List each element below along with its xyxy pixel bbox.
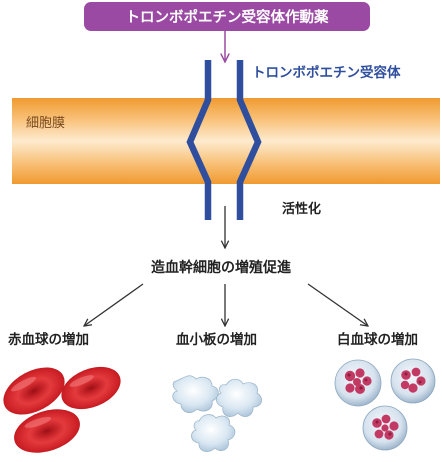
platelets-icon (172, 375, 263, 453)
activation-label: 活性化 (282, 202, 322, 217)
tpo-receptor-agonist-label: トロンボポエチン受容体作動薬 (84, 2, 370, 31)
white-blood-cells-icon (334, 358, 436, 451)
tpo-receptor-label: トロンボポエチン受容体 (252, 65, 401, 81)
arrow-to-wbc (307, 283, 368, 326)
arrow-to-rbc (84, 283, 144, 326)
wbc-increase-label: 白血球の増加 (337, 332, 418, 348)
cell-membrane-label: 細胞膜 (26, 116, 66, 131)
cell-membrane (12, 98, 440, 184)
rbc-increase-label: 赤血球の増加 (8, 332, 89, 348)
tpo-receptor-icon (186, 60, 262, 220)
platelet-increase-label: 血小板の増加 (176, 332, 257, 348)
red-blood-cells-icon (3, 366, 121, 453)
stem-cell-proliferation-label: 造血幹細胞の増殖促進 (151, 260, 291, 276)
